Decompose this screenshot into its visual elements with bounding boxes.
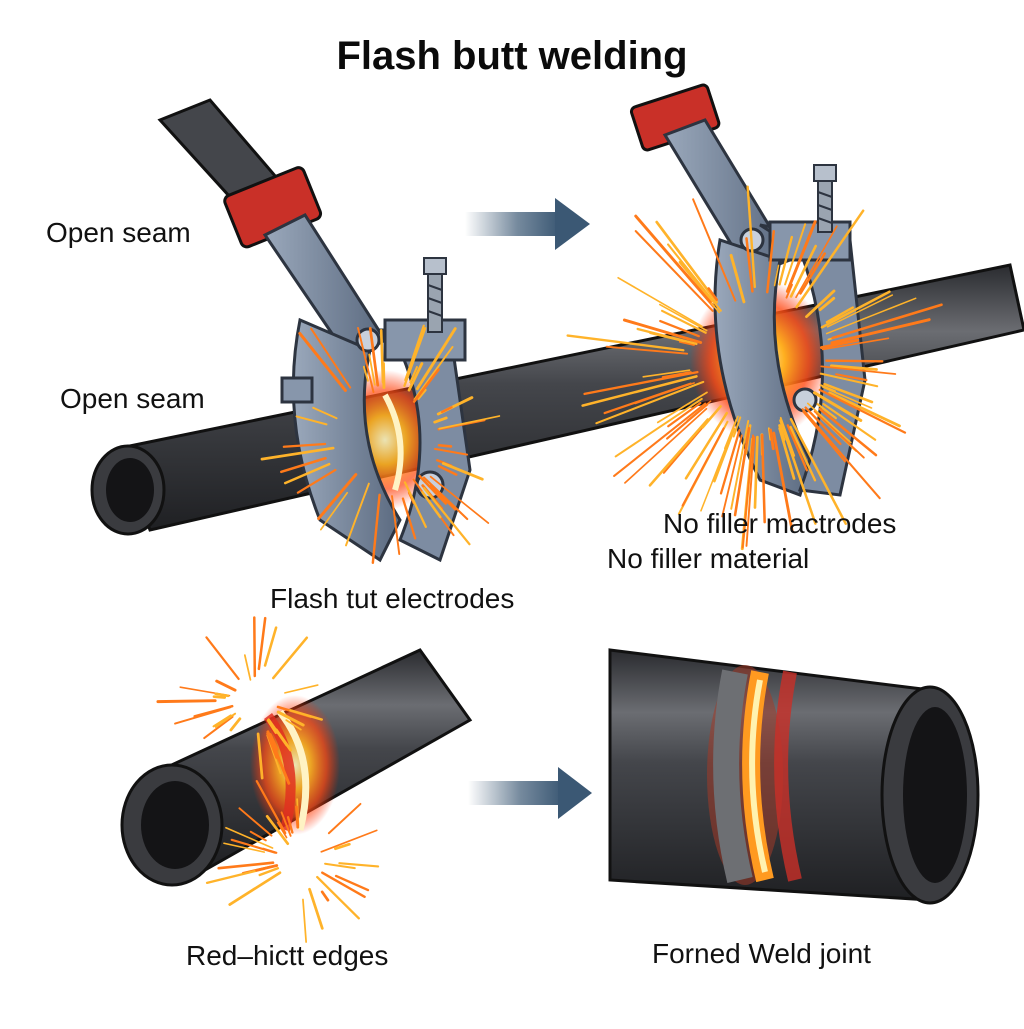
- label-red-hot-edges: Red–hictt edges: [186, 942, 388, 970]
- clamp-screw-icon: [424, 258, 446, 332]
- flow-arrow-icon: [465, 198, 590, 250]
- label-formed-weld-joint: Forned Weld joint: [652, 940, 871, 968]
- flow-arrow-icon: [468, 767, 592, 819]
- label-open-seam-top: Open seam: [46, 219, 191, 247]
- label-open-seam-mid: Open seam: [60, 385, 205, 413]
- label-no-filler-1: No filler maсtrodes: [663, 510, 896, 538]
- main-pipe: [92, 265, 1024, 534]
- label-electrodes: Flash tut electrodes: [270, 585, 514, 613]
- formed-weld-joint: [610, 650, 978, 903]
- clamp-screw-icon: [814, 165, 836, 232]
- label-no-filler-2: No filler material: [607, 545, 809, 573]
- page-title: Flash butt welding: [0, 34, 1024, 79]
- red-hot-pipe: [122, 650, 470, 885]
